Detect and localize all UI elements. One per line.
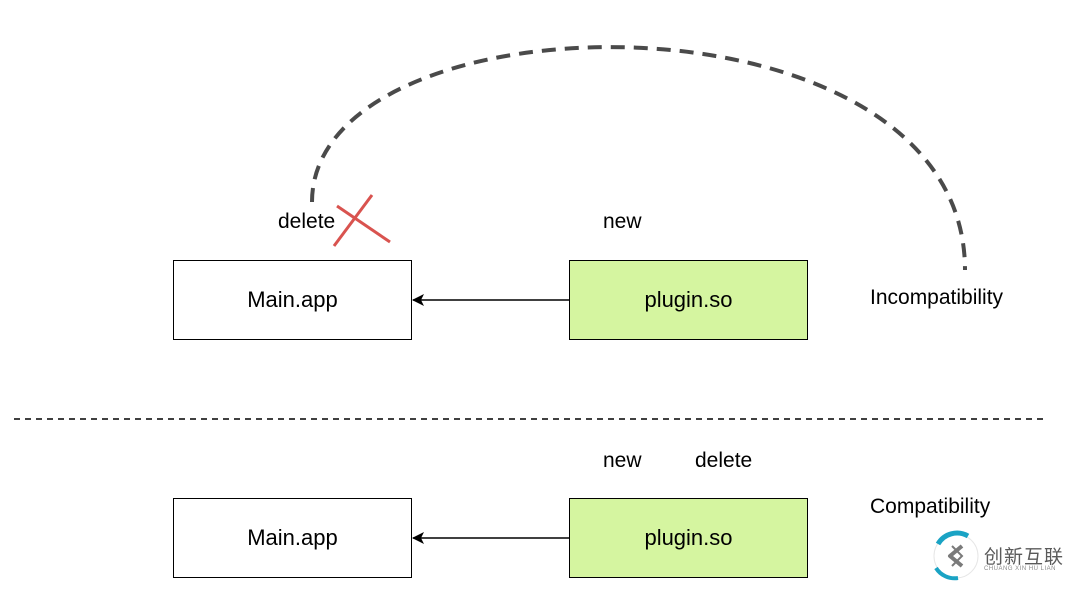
delete-cross-icon (332, 194, 391, 247)
top-plugin-label: plugin.so (644, 287, 733, 312)
top-delete-label: delete (278, 210, 336, 233)
watermark-subtext: CHUANG XIN HU LIAN (984, 566, 1057, 572)
bottom-plugin-label: plugin.so (644, 525, 733, 550)
top-main-app-box: Main.app (173, 260, 412, 340)
watermark-logo: 创新互联 CHUANG XIN HU LIAN (928, 528, 1078, 584)
bottom-delete-label: delete (695, 449, 753, 472)
top-new-label: new (603, 210, 642, 233)
incompatibility-dashed-link (310, 45, 967, 271)
watermark-circle-icon (933, 530, 979, 581)
compatibility-label: Compatibility (870, 495, 991, 518)
top-main-app-label: Main.app (247, 287, 338, 312)
top-plugin-box: plugin.so (569, 260, 808, 340)
watermark-text: 创新互联 (984, 546, 1065, 568)
bottom-main-app-label: Main.app (247, 525, 338, 550)
bottom-plugin-box: plugin.so (569, 498, 808, 578)
incompatibility-label: Incompatibility (870, 286, 1004, 309)
bottom-main-app-box: Main.app (173, 498, 412, 578)
bottom-new-label: new (603, 449, 642, 472)
